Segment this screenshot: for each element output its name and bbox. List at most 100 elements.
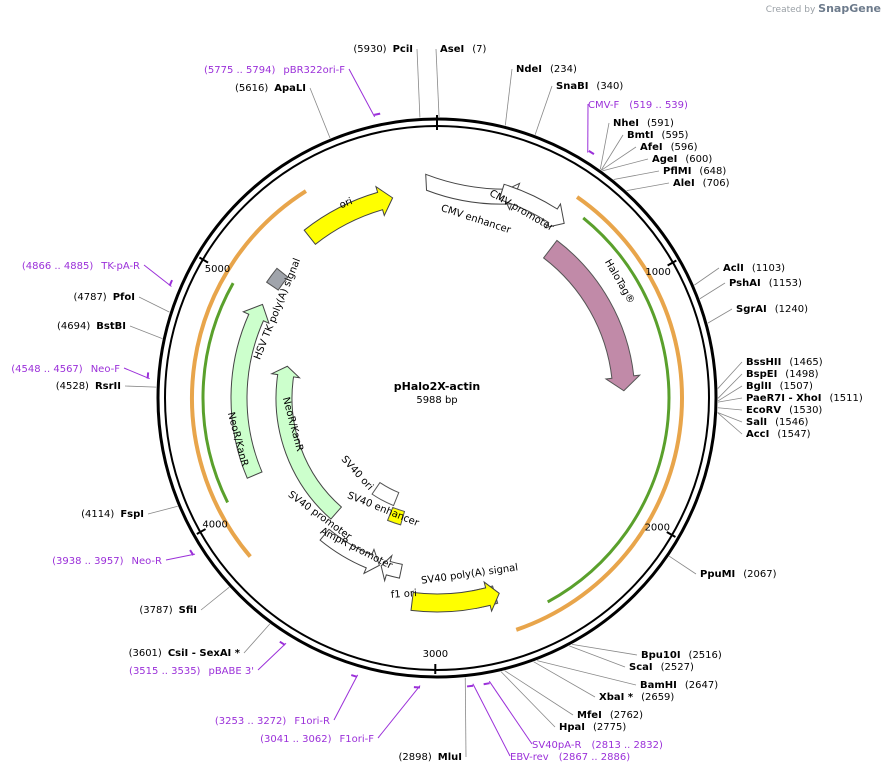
site-callout-hpai	[500, 671, 556, 728]
site-mlui[interactable]: MluI(2898)	[399, 752, 462, 763]
site-bglii[interactable]: BglII(1507)	[746, 381, 813, 392]
primer-neo-r[interactable]: Neo-R(3938 .. 3957)	[52, 549, 196, 567]
site-snabi[interactable]: SnaBI(340)	[556, 81, 623, 92]
site-mfei[interactable]: MfeI(2762)	[577, 710, 643, 721]
site-callout-pcii	[416, 48, 421, 118]
orf-arc-left-inner	[201, 282, 235, 504]
feature-arrow-halotag-3	[542, 239, 642, 392]
site-name: MluI	[438, 752, 462, 763]
primer-f1ori-f[interactable]: F1ori-F(3041 .. 3062)	[260, 685, 421, 745]
site-asei[interactable]: AseI(7)	[440, 44, 486, 55]
site-name: BssHII	[746, 357, 781, 368]
site-position: (1511)	[830, 393, 863, 404]
primer-callout	[123, 367, 150, 380]
site-callout-acli	[694, 267, 720, 286]
site-bpu10i[interactable]: Bpu10I(2516)	[641, 650, 722, 661]
site-ecorv[interactable]: EcoRV(1530)	[746, 405, 822, 416]
site-ppumi[interactable]: PpuMI(2067)	[700, 569, 777, 580]
site-pshai[interactable]: PshAI(1153)	[729, 278, 802, 289]
site-scai[interactable]: ScaI(2527)	[629, 662, 694, 673]
site-name: ScaI	[629, 662, 653, 673]
site-bspei[interactable]: BspEI(1498)	[746, 369, 819, 380]
site-agei[interactable]: AgeI(600)	[652, 154, 712, 165]
site-paer7i-xhoi[interactable]: PaeR7I - XhoI(1511)	[746, 393, 863, 404]
primer-tk-pa-r[interactable]: TK-pA-R(4866 .. 4885)	[22, 261, 173, 287]
site-bstbi[interactable]: BstBI(4694)	[57, 321, 126, 332]
site-callout-bstbi	[129, 325, 163, 339]
primer-mark	[350, 674, 358, 678]
site-afei[interactable]: AfeI(596)	[640, 142, 698, 153]
primer-callout	[488, 680, 533, 745]
site-bmti[interactable]: BmtI (595)	[627, 130, 689, 141]
site-position: (4694)	[57, 321, 90, 332]
site-name: AccI	[746, 429, 769, 440]
site-callout-mfei	[504, 670, 574, 716]
site-position: (234)	[550, 64, 577, 75]
site-name: SfiI	[179, 605, 197, 616]
site-name: PfoI	[113, 292, 135, 303]
site-acci[interactable]: AccI (1547)	[746, 429, 811, 440]
site-pfoi[interactable]: PfoI (4787)	[73, 292, 135, 303]
site-callout-snabi	[534, 85, 553, 135]
site-ndei[interactable]: NdeI(234)	[516, 64, 577, 75]
site-nhei[interactable]: NheI(591)	[613, 118, 674, 129]
site-callout-nhei	[599, 122, 610, 170]
primer-range: (4866 .. 4885)	[22, 261, 94, 272]
site-position: (5930)	[353, 44, 386, 55]
site-callout-xbai	[533, 661, 596, 698]
feature-label-cmv-enhancer: CMV enhancer	[440, 203, 513, 236]
primer-f1ori-r[interactable]: F1ori-R(3253 .. 3272)	[215, 674, 359, 727]
site-pflmi[interactable]: PflMI(648)	[663, 166, 726, 177]
primer-range: (2813 .. 2832)	[591, 740, 663, 751]
site-sgrai[interactable]: SgrAI(1240)	[736, 304, 808, 315]
tick-label-1000: 1000	[645, 267, 670, 278]
primer-ebv-rev[interactable]: EBV-rev(2867 .. 2886)	[466, 683, 630, 763]
site-callout-asei	[435, 48, 440, 118]
tick-5000	[198, 256, 209, 264]
primer-neo-f[interactable]: Neo-F(4548 .. 4567)	[11, 364, 150, 380]
site-xbai[interactable]: XbaI *(2659)	[599, 692, 674, 703]
site-position: (1507)	[780, 381, 813, 392]
site-alei[interactable]: AleI(706)	[673, 178, 730, 189]
primer-range: (3041 .. 3062)	[260, 734, 332, 745]
site-name: EcoRV	[746, 405, 781, 416]
feature-box-sv40-ori-8	[386, 506, 406, 526]
site-name: XbaI *	[599, 692, 634, 703]
primer-pbr322ori-f[interactable]: pBR322ori-F(5775 .. 5794)	[204, 65, 381, 118]
site-position: (3787)	[139, 605, 172, 616]
site-position: (595)	[662, 130, 689, 141]
site-csii-sexai[interactable]: CsiI - SexAI *(3601)	[129, 648, 241, 659]
site-sali[interactable]: SalI(1546)	[746, 417, 808, 428]
plasmid-name: pHalo2X-actin	[394, 380, 480, 393]
site-pcii[interactable]: PciI(5930)	[353, 44, 413, 55]
site-name: PflMI	[663, 166, 691, 177]
primer-mark	[168, 279, 173, 287]
site-callout-ndei	[504, 68, 513, 126]
site-name: SgrAI	[736, 304, 767, 315]
site-fspi[interactable]: FspI(4114)	[81, 509, 144, 520]
primer-callout	[143, 264, 172, 287]
site-bsshii[interactable]: BssHII (1465)	[746, 357, 823, 368]
site-bamhi[interactable]: BamHI(2647)	[640, 680, 718, 691]
site-acli[interactable]: AclI(1103)	[723, 263, 785, 274]
site-position: (1465)	[789, 357, 822, 368]
primer-sv40pa-r[interactable]: SV40pA-R(2813 .. 2832)	[483, 680, 663, 751]
tick-label-2000: 2000	[645, 522, 670, 533]
site-callout-pflmi	[613, 170, 660, 180]
site-position: (4787)	[73, 292, 106, 303]
site-name: BmtI	[627, 130, 654, 141]
site-position: (4528)	[56, 381, 89, 392]
site-callout-sali	[717, 412, 743, 423]
site-name: Bpu10I	[641, 650, 681, 661]
site-hpai[interactable]: HpaI(2775)	[559, 722, 626, 733]
feature-arrow-cmv-promoter-2	[498, 183, 565, 229]
site-sfii[interactable]: SfiI (3787)	[139, 605, 197, 616]
site-name: RsrII	[95, 381, 121, 392]
site-position: (1547)	[777, 429, 810, 440]
site-callout-agei	[602, 158, 649, 172]
primer-pbabe-3[interactable]: pBABE 3'(3515 .. 3535)	[129, 640, 287, 677]
primer-cmv-f[interactable]: CMV-F(519 .. 539)	[587, 100, 688, 155]
site-rsrii[interactable]: RsrII (4528)	[56, 381, 121, 392]
site-apali[interactable]: ApaLI(5616)	[235, 83, 306, 94]
